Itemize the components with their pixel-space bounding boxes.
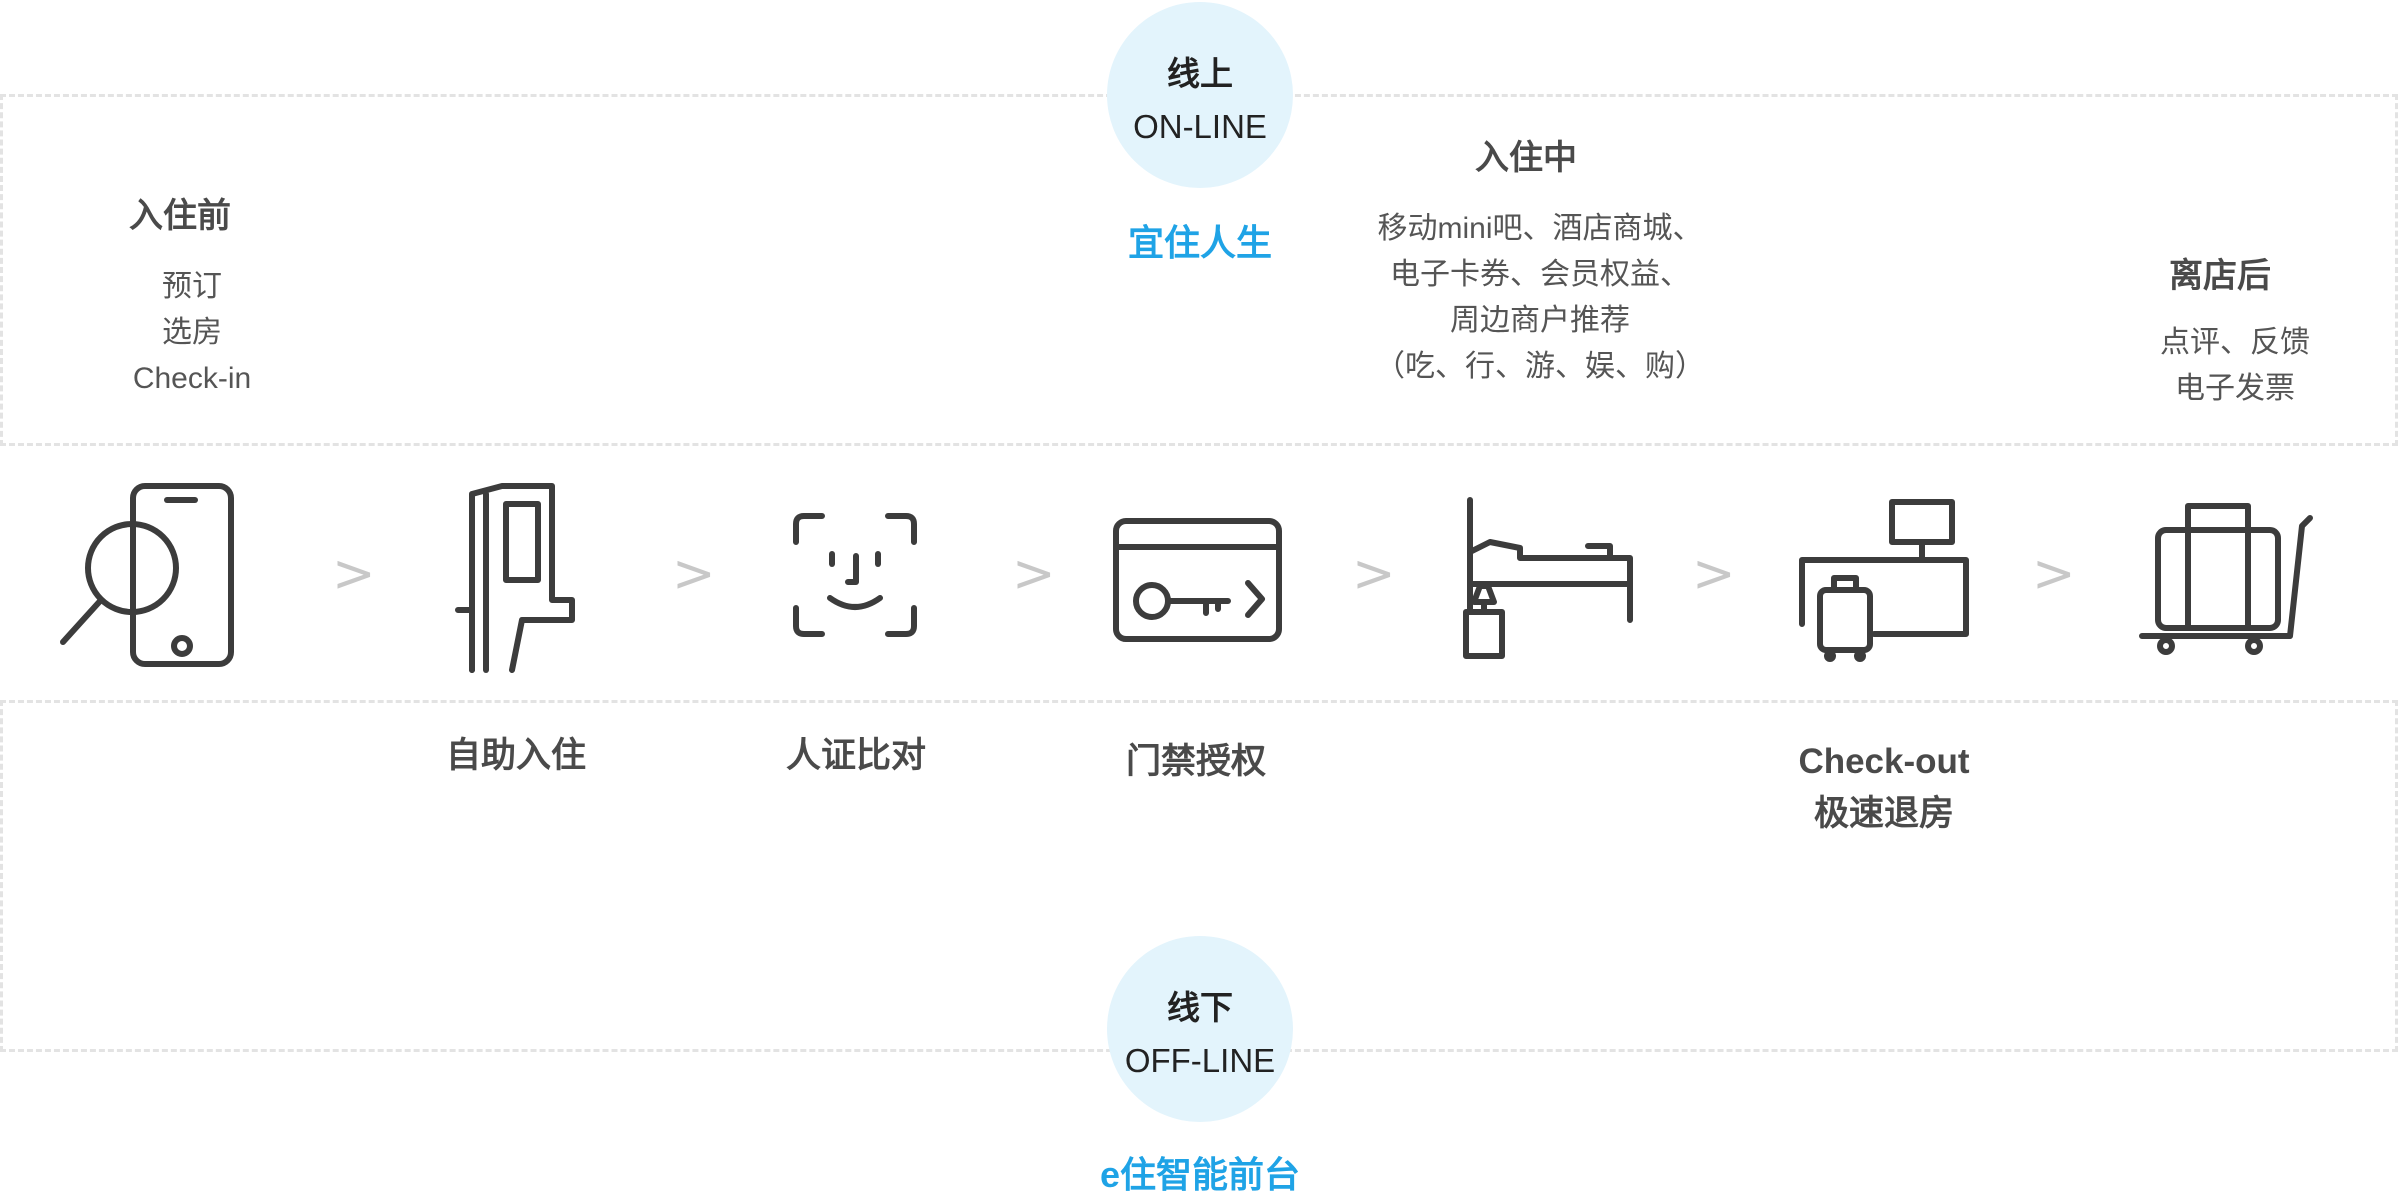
step-label-line: 门禁授权 [1125, 742, 1266, 781]
step-separator: > [2032, 544, 2076, 604]
step-label-id-verify: 人证比对 [756, 730, 956, 782]
step-label-self-checkin: 自助入住 [416, 730, 616, 782]
step-label-checkout: Check-out 极速退房 [1734, 736, 2034, 840]
stage-during-desc: 移动mini吧、酒店商城、 电子卡券、会员权益、 周边商户推荐 （吃、行、游、娱… [1340, 206, 1740, 390]
kiosk-icon [455, 483, 575, 673]
step-label-line: Check-out [1798, 742, 1970, 781]
stage-before-line: 预订 [162, 270, 222, 303]
stage-during-title: 入住中 [1475, 139, 1577, 177]
online-subtitle: ON-LINE [1133, 108, 1267, 145]
online-title: 线上 [1167, 55, 1233, 92]
stage-before-line: Check-in [132, 362, 252, 395]
step-label-line: 极速退房 [1813, 794, 1954, 833]
stage-before-desc: 预订 选房 Check-in [92, 264, 292, 402]
hotel-bed-icon [1463, 497, 1633, 659]
offline-brand: e住智能前台 [1099, 1154, 1301, 1195]
step-label-line: 人证比对 [785, 736, 926, 775]
checkout-desk-icon [1799, 499, 1969, 662]
stage-after-desc: 点评、反馈 电子发票 [2130, 320, 2340, 412]
stage-before-line: 选房 [162, 316, 222, 349]
step-label-line: 自助入住 [445, 736, 586, 775]
luggage-cart-icon [2139, 503, 2313, 655]
step-separator: > [672, 544, 716, 604]
online-brand: 宜住人生 [1127, 222, 1272, 263]
stage-before-title: 入住前 [129, 197, 231, 235]
phone-search-icon [60, 483, 234, 667]
stage-during-line: 电子卡券、会员权益、 [1390, 258, 1690, 291]
stage-during-line: 周边商户推荐 [1450, 304, 1630, 337]
step-separator: > [332, 544, 376, 604]
offline-subtitle: OFF-LINE [1124, 1042, 1276, 1079]
stage-after-line: 点评、反馈 [2160, 326, 2310, 359]
offline-title: 线下 [1167, 989, 1233, 1026]
step-separator: > [1352, 544, 1396, 604]
stage-after-line: 电子发票 [2175, 372, 2295, 405]
step-separator: > [1692, 544, 1736, 604]
step-separator: > [1012, 544, 1056, 604]
face-scan-icon [793, 513, 917, 637]
key-card-icon [1113, 518, 1282, 642]
step-label-access-grant: 门禁授权 [1096, 736, 1296, 788]
offline-circle: 线下 OFF-LINE [1107, 936, 1293, 1122]
online-circle: 线上 ON-LINE [1107, 2, 1293, 188]
stage-during-line: 移动mini吧、酒店商城、 [1377, 212, 1703, 245]
stage-after-title: 离店后 [2169, 257, 2271, 295]
stage-during-line: （吃、行、游、娱、购） [1375, 350, 1705, 383]
